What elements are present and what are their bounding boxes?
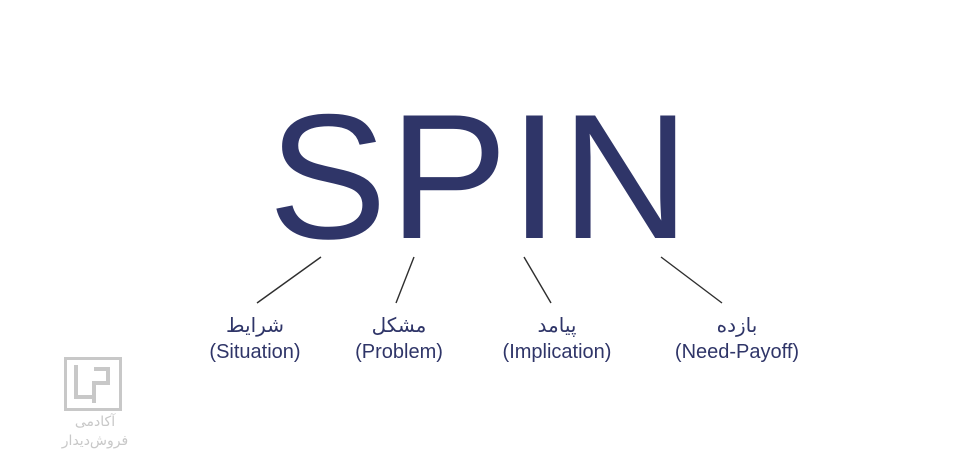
academy-logo-icon bbox=[64, 357, 122, 411]
label-situation-en: (Situation) bbox=[209, 341, 301, 363]
connector-situation bbox=[256, 256, 322, 304]
connector-implication bbox=[523, 256, 552, 304]
label-implication-fa: پیامد bbox=[537, 313, 577, 337]
label-implication: پیامد (Implication) bbox=[447, 313, 667, 367]
label-situation-fa: شرایط bbox=[226, 313, 284, 337]
label-need-payoff-fa: بازده bbox=[716, 313, 758, 337]
label-problem-en: (Problem) bbox=[355, 341, 443, 363]
connector-need-payoff bbox=[660, 256, 723, 304]
label-implication-en: (Implication) bbox=[502, 341, 612, 363]
connector-problem bbox=[395, 256, 415, 304]
label-situation: شرایط (Situation) bbox=[145, 313, 365, 367]
label-need-payoff: بازده (Need-Payoff) bbox=[627, 313, 847, 367]
label-problem-fa: مشکل bbox=[371, 313, 427, 337]
logo-text-line1: آکادمی bbox=[74, 414, 116, 430]
spin-title: SPIN bbox=[268, 77, 692, 276]
label-problem: مشکل (Problem) bbox=[289, 313, 509, 367]
label-need-payoff-en: (Need-Payoff) bbox=[674, 341, 800, 363]
logo-text-line2: فروش‌دیدار bbox=[61, 433, 129, 449]
